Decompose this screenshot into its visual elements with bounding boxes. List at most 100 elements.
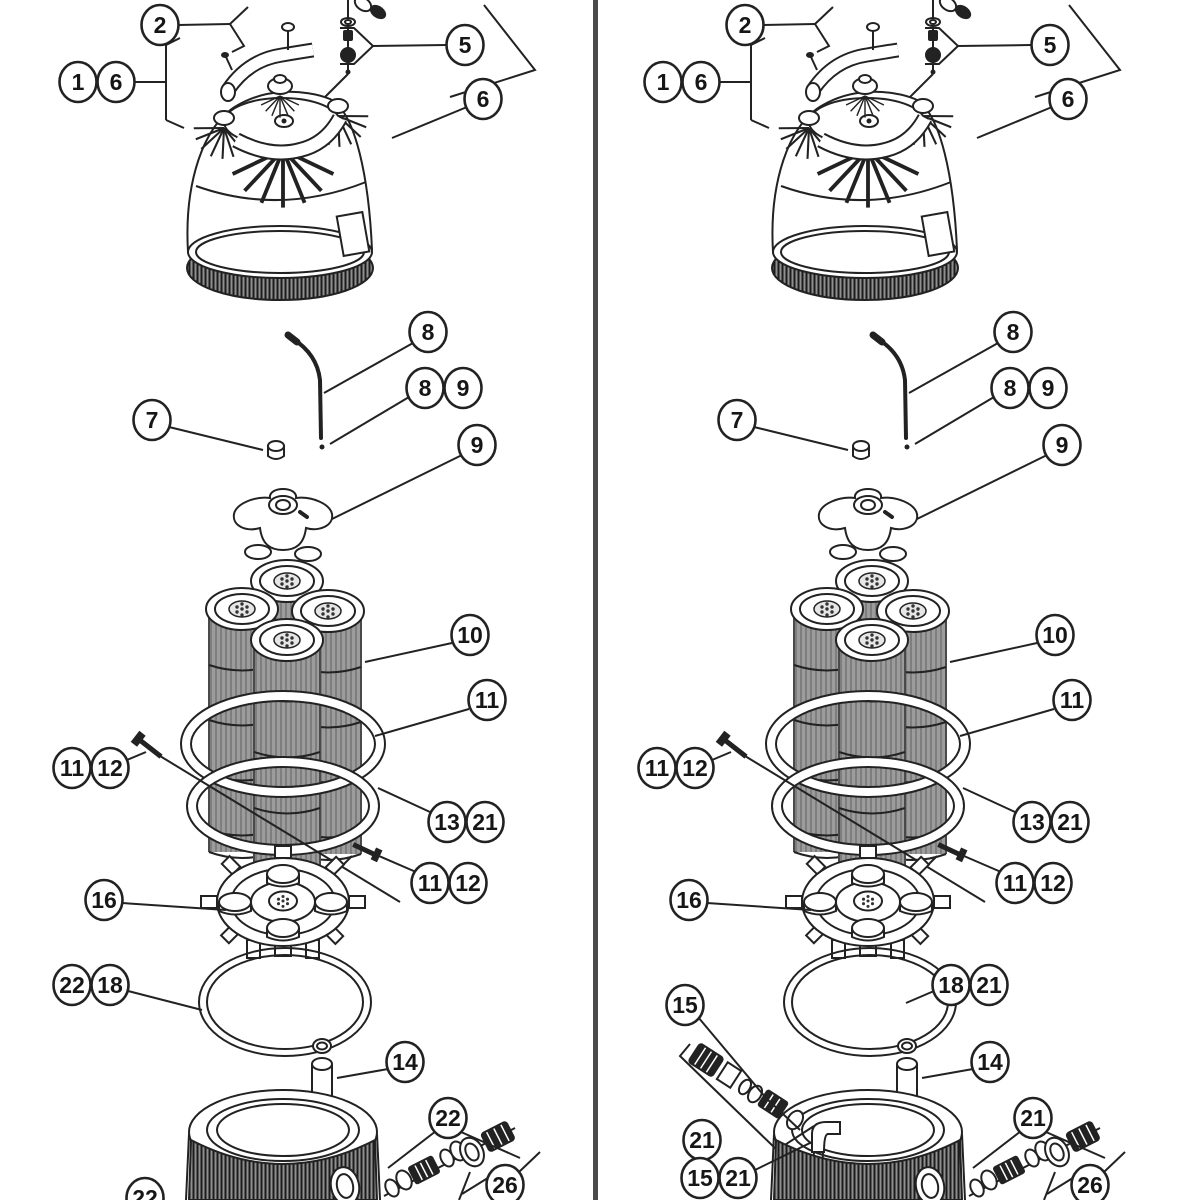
callout-bubble — [445, 23, 485, 67]
callout-bubble — [1030, 23, 1070, 67]
callout-22: 22 — [428, 1096, 468, 1140]
callout-number: 7 — [146, 407, 159, 433]
callout-number: 12 — [682, 755, 708, 781]
callout-number: 16 — [91, 887, 117, 913]
callout-number: 10 — [1042, 622, 1068, 648]
callout-11: 11 — [1052, 678, 1092, 722]
callout-21: 21 — [682, 1118, 722, 1162]
callout-bubble — [717, 398, 757, 442]
callout-number: 21 — [976, 972, 1002, 998]
callout-9: 9 — [457, 423, 497, 467]
callout-bubble — [718, 1156, 758, 1200]
callout-number: 8 — [1004, 375, 1017, 401]
callout-bubble — [463, 77, 503, 121]
leader-line-13 — [962, 787, 1016, 813]
callout-10: 10 — [1035, 613, 1075, 657]
callout-9: 9 — [443, 366, 483, 410]
leader-line-16 — [121, 902, 227, 911]
callout-2: 2 — [140, 3, 180, 47]
callout-bubble — [467, 678, 507, 722]
callout-number: 11 — [475, 687, 500, 713]
callout-21: 21 — [969, 963, 1009, 1007]
callout-26: 26 — [1070, 1163, 1110, 1200]
panel-divider — [593, 0, 598, 1200]
callout-number: 12 — [97, 755, 123, 781]
leader-line-21 — [972, 1130, 1022, 1169]
callout-bubble — [443, 366, 483, 410]
callout-11: 11 — [410, 861, 450, 905]
callout-bubble — [125, 1176, 165, 1200]
callout-number: 2 — [739, 12, 752, 38]
leader-line-13 — [377, 787, 431, 813]
leader-line-26 — [1103, 1151, 1126, 1173]
callout-11: 11 — [637, 746, 677, 790]
callout-bubble — [465, 800, 505, 844]
leader-line-21 — [1045, 1131, 1106, 1159]
callout-number: 7 — [731, 407, 744, 433]
callout-number: 8 — [419, 375, 432, 401]
leader-line-15 — [765, 1097, 801, 1131]
callout-number: 22 — [132, 1185, 158, 1200]
callout-bubble — [485, 1163, 525, 1200]
leader-line-10 — [364, 642, 453, 663]
callout-number: 11 — [418, 870, 443, 896]
callout-bubble — [1042, 423, 1082, 467]
leader-line-5 — [925, 45, 959, 65]
leader-line-15 — [697, 1016, 767, 1099]
leader-line-22 — [460, 1131, 521, 1159]
callout-8: 8 — [990, 366, 1030, 410]
callout-6: 6 — [463, 77, 503, 121]
callout-22: 22 — [125, 1176, 165, 1200]
callout-bubble — [993, 310, 1033, 354]
callout-11: 11 — [52, 746, 92, 790]
leader-line-7 — [753, 426, 849, 451]
callout-21: 21 — [718, 1156, 758, 1200]
callout-13: 13 — [1012, 800, 1052, 844]
callout-bubble — [1013, 1096, 1053, 1140]
callout-number: 16 — [676, 887, 702, 913]
callout-number: 11 — [60, 755, 85, 781]
callout-13: 13 — [427, 800, 467, 844]
callout-bubble — [132, 398, 172, 442]
callout-11: 11 — [467, 678, 507, 722]
callout-12: 12 — [448, 861, 488, 905]
callout-bubble — [84, 878, 124, 922]
callout-number: 18 — [97, 972, 123, 998]
callout-number: 21 — [689, 1127, 715, 1153]
leader-line-5 — [340, 27, 374, 47]
callout-number: 21 — [472, 809, 498, 835]
callout-26: 26 — [485, 1163, 525, 1200]
callout-number: 5 — [1044, 32, 1057, 58]
callout-number: 8 — [422, 319, 435, 345]
callout-bubble — [1052, 678, 1092, 722]
leader-line-22 — [387, 1130, 437, 1169]
leader-line-6 — [391, 106, 468, 139]
callout-11: 11 — [995, 861, 1035, 905]
callout-bubble — [408, 310, 448, 354]
callout-12: 12 — [1033, 861, 1073, 905]
callout-number: 8 — [1007, 319, 1020, 345]
callout-number: 1 — [72, 69, 85, 95]
leader-line-8 — [323, 342, 414, 394]
callout-number: 6 — [477, 86, 490, 112]
callout-16: 16 — [84, 878, 124, 922]
leader-line-9 — [916, 454, 1048, 520]
leader-line-10 — [949, 642, 1038, 663]
callout-8: 8 — [408, 310, 448, 354]
callout-number: 5 — [459, 32, 472, 58]
leader-line-8 — [908, 342, 999, 394]
leader-line-5 — [372, 44, 447, 47]
callout-number: 21 — [1057, 809, 1083, 835]
leader-line-6 — [750, 119, 770, 129]
leader-line-12 — [711, 751, 732, 761]
callout-number: 13 — [1019, 809, 1045, 835]
callout-number: 22 — [435, 1105, 461, 1131]
callout-number: 11 — [1060, 687, 1085, 713]
leader-line-2 — [229, 6, 249, 25]
callout-21: 21 — [465, 800, 505, 844]
callout-bubble — [675, 746, 715, 790]
